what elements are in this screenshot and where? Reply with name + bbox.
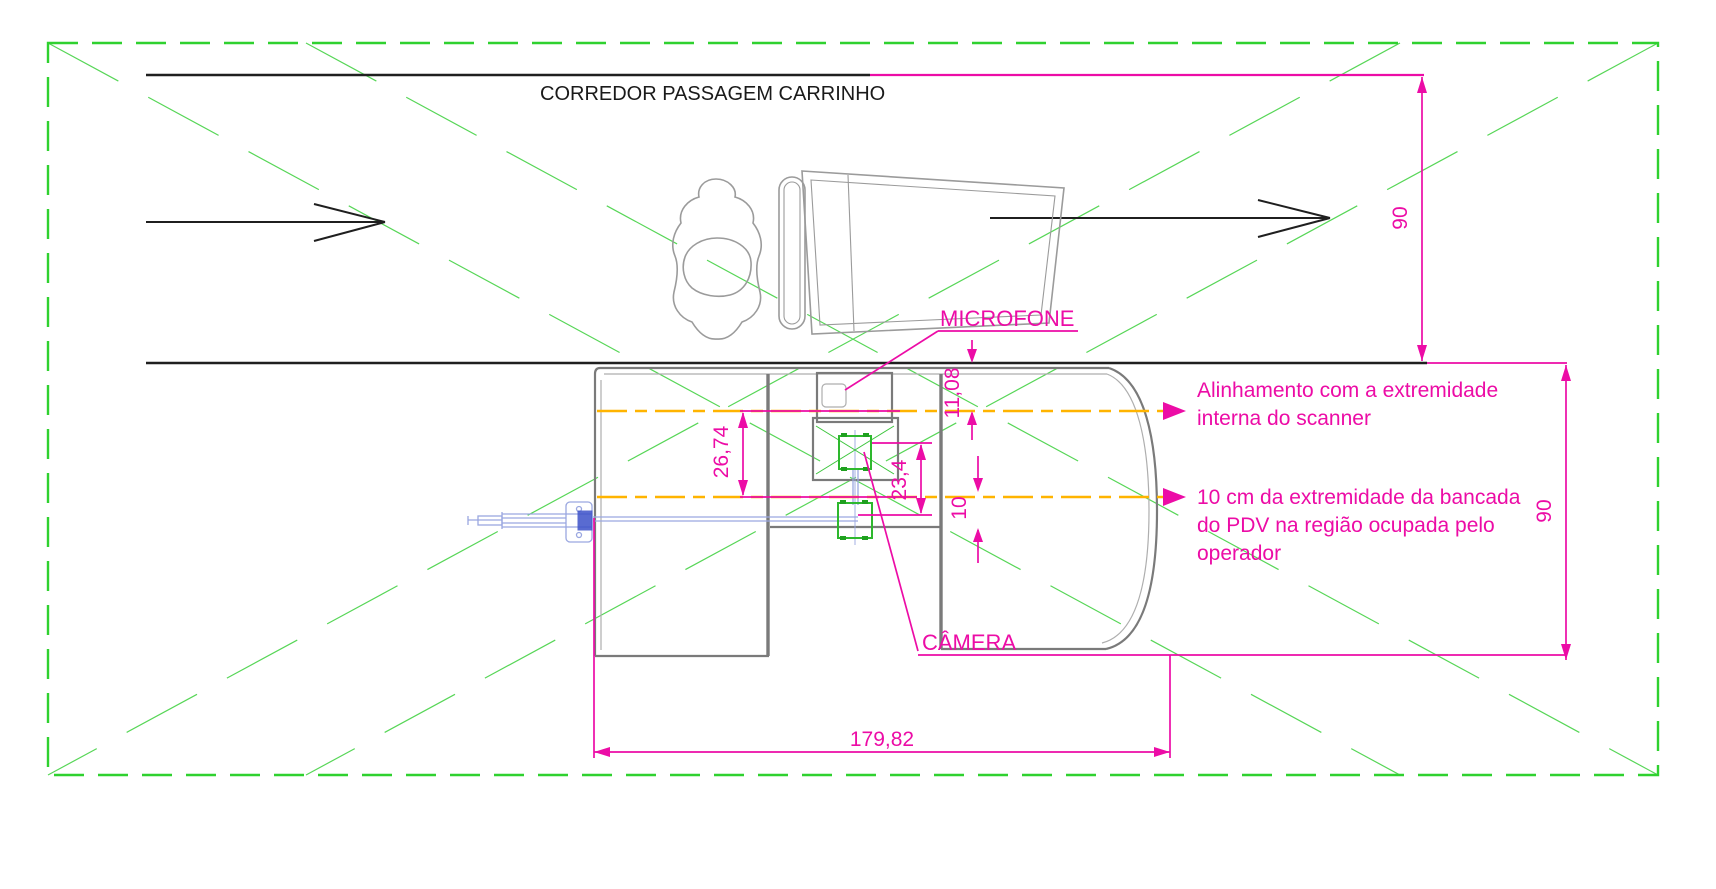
dimension-counter-length: 179,82: [593, 518, 1171, 758]
dimension-26-74: 26,74: [710, 410, 917, 498]
svg-text:179,82: 179,82: [850, 728, 914, 751]
dimension-23-4: 23,4: [858, 442, 932, 516]
corridor-label: CORREDOR PASSAGEM CARRINHO: [540, 83, 885, 105]
microphone-label: MICROFONE: [940, 306, 1074, 331]
svg-text:10: 10: [948, 496, 971, 519]
cart-handle: [778, 176, 806, 330]
figure-head: [682, 237, 752, 298]
leader-arrow-icon: [1163, 488, 1186, 506]
checkout-counter: [593, 366, 1159, 658]
direction-arrow-left: [146, 203, 386, 242]
scanner-alignment-annotation: Alinhamento com a extremidade interna do…: [1163, 379, 1498, 430]
cart-basket: [801, 170, 1065, 335]
camera-hardware: [815, 425, 895, 540]
camera-box: [838, 435, 872, 470]
svg-text:11,08: 11,08: [941, 368, 964, 419]
customer-figure: [672, 178, 762, 340]
clearance-zone-border: [46, 41, 1660, 777]
svg-text:10 cm da extremidade da bancad: 10 cm da extremidade da bancada: [1197, 486, 1521, 509]
camera-label: CÂMERA: [922, 630, 1016, 655]
shopping-cart: [778, 170, 1065, 335]
dimension-checkout-90: 90: [918, 365, 1571, 660]
camera-callout: CÂMERA: [863, 451, 1016, 655]
svg-text:90: 90: [1389, 206, 1412, 229]
counter-left-edge: [593, 366, 601, 656]
dimension-layer: 90 90 179,82 26,74: [593, 77, 1571, 758]
svg-text:Alinhamento com a extremidade: Alinhamento com a extremidade: [1197, 379, 1498, 402]
reference-lines: [597, 409, 1163, 499]
direction-arrow-right: [990, 199, 1331, 238]
figure-shoulders: [672, 178, 762, 340]
dimension-11-08: 11,08: [941, 340, 977, 440]
svg-text:90: 90: [1533, 499, 1556, 522]
scanner-arm: [467, 430, 859, 545]
clearance-zone-diagonals: [47, 42, 1659, 776]
svg-text:26,74: 26,74: [710, 425, 733, 478]
dimension-10: 10: [948, 456, 983, 563]
svg-text:interna do scanner: interna do scanner: [1197, 407, 1371, 430]
corridor-lines: [146, 73, 1567, 365]
microphone-box: [815, 371, 894, 424]
svg-text:do PDV na região ocupada pelo: do PDV na região ocupada pelo: [1197, 514, 1495, 537]
leader-arrow-icon: [1163, 402, 1186, 420]
pdv-edge-annotation: 10 cm da extremidade da bancada do PDV n…: [1163, 486, 1521, 565]
camera-base-box: [837, 502, 873, 539]
dimension-corridor-90: 90: [1389, 77, 1427, 361]
microphone-unit: [821, 383, 847, 408]
svg-text:23,4: 23,4: [888, 459, 911, 500]
counter-rounded-end: [1105, 366, 1159, 651]
microphone-callout: MICROFONE: [844, 306, 1078, 391]
svg-text:operador: operador: [1197, 542, 1281, 565]
arm-bracket: [577, 510, 593, 531]
